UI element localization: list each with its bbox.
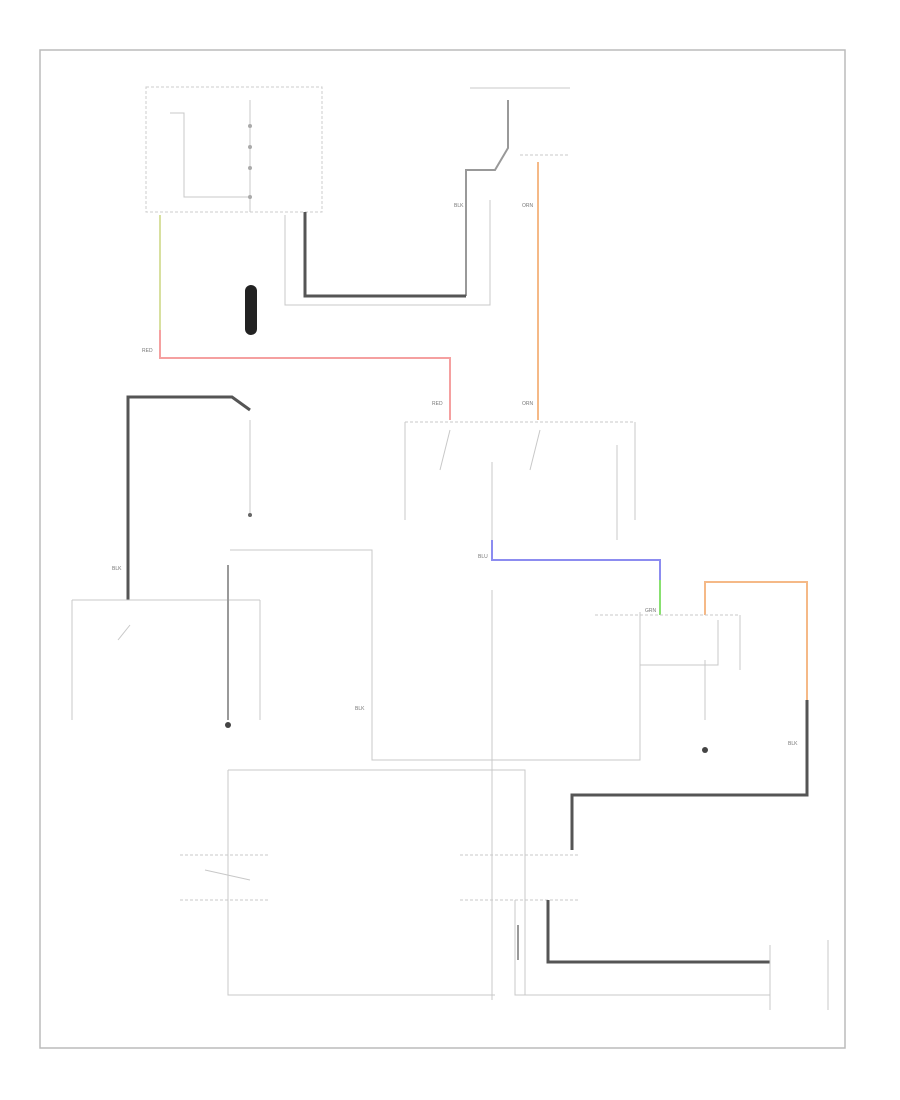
- module-bottom-left: [180, 769, 526, 996]
- wire-label: RED: [142, 348, 153, 354]
- orange-wire-right: [704, 581, 808, 700]
- module-bottom-right: [460, 854, 829, 1010]
- relay-left: [71, 549, 641, 761]
- wire-label: ORN: [522, 203, 534, 209]
- ignition-switch: [404, 421, 636, 540]
- red-wire: [159, 330, 451, 420]
- black-wire-right: [570, 700, 809, 850]
- wire-label: RED: [432, 401, 443, 407]
- black-wire-left: [126, 395, 251, 600]
- wire-label: ORN: [522, 401, 534, 407]
- wire-label: GRN: [645, 608, 657, 614]
- wire-label: BLK: [454, 203, 464, 209]
- switch-top-right: [284, 87, 570, 306]
- blue-wire: [491, 540, 661, 580]
- relay-right: [595, 614, 741, 753]
- wire-label: BLK: [355, 706, 365, 712]
- diagram-frame: [39, 49, 846, 1049]
- wire-label: BLU: [478, 554, 488, 560]
- ground-wire: [303, 212, 466, 298]
- wire-label: BLK: [788, 741, 798, 747]
- wire-label: BLK: [112, 566, 122, 572]
- control-module-top-left: [145, 86, 323, 213]
- ground-symbol: [245, 285, 257, 335]
